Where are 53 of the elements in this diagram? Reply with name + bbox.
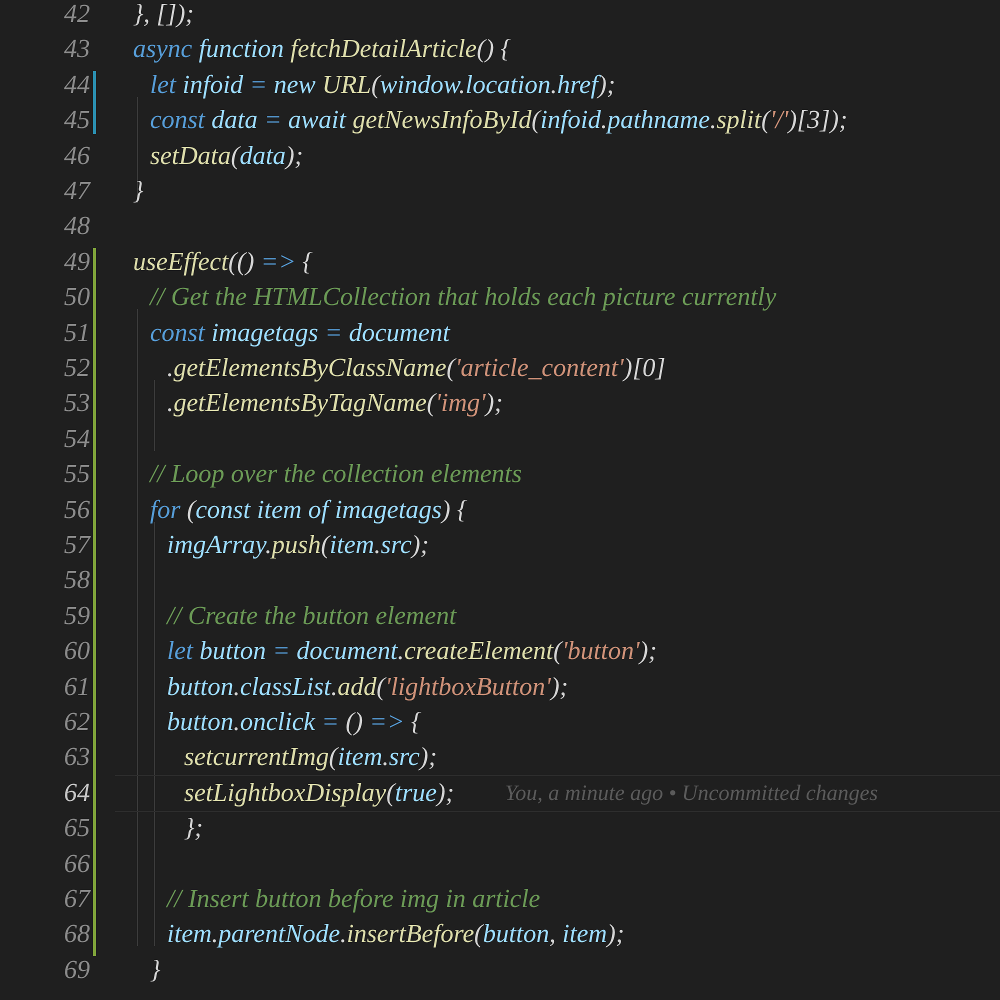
code-line: for (const item of imagetags) { — [150, 494, 468, 526]
line-number: 62 — [64, 706, 90, 738]
code-line: const imagetags = document — [150, 316, 450, 349]
line-number: 65 — [64, 812, 90, 844]
code-line: } — [133, 175, 144, 207]
code-line: .getElementsByClassName('article_content')[0] — [167, 352, 666, 384]
line-number: 45 — [64, 104, 90, 136]
code-line: button.onclick = () => { — [167, 706, 422, 738]
code-line: .getElementsByTagName('img'); — [167, 387, 503, 420]
line-number: 49 — [64, 246, 90, 278]
line-number: 60 — [64, 635, 90, 668]
code-line: // Create the button element — [167, 600, 456, 632]
line-number: 56 — [64, 494, 90, 526]
code-line: button.classList.add('lightboxButton'); — [167, 670, 568, 703]
code-line: // Get the HTMLCollection that holds each picture currently — [150, 281, 776, 314]
line-number: 63 — [64, 741, 90, 774]
code-line: setData(data); — [150, 140, 304, 172]
line-number: 67 — [64, 883, 90, 915]
line-number: 51 — [64, 316, 90, 349]
code-line: let infoid = new URL(window.location.href); — [150, 68, 616, 101]
code-line: imgArray.push(item.src); — [167, 529, 429, 561]
line-number: 55 — [64, 458, 90, 490]
line-number: 44 — [64, 68, 90, 101]
line-number: 42 — [64, 0, 90, 30]
line-number: 64 — [64, 776, 90, 809]
code-line: // Insert button before img in article — [167, 883, 540, 915]
code-line: useEffect(() => { — [133, 246, 313, 278]
line-number: 59 — [64, 600, 90, 632]
code-line: } — [150, 954, 160, 986]
code-line: async function fetchDetailArticle() { — [133, 33, 511, 66]
line-number: 53 — [64, 387, 90, 420]
code-line: const data = await getNewsInfoById(infoid.pathname.split('/')[3]); — [150, 104, 848, 136]
line-number: 50 — [64, 281, 90, 314]
line-number: 57 — [64, 529, 90, 561]
line-number: 54 — [64, 422, 90, 455]
line-number: 46 — [64, 140, 90, 172]
line-number: 66 — [64, 848, 90, 880]
line-number: 68 — [64, 918, 90, 950]
code-line: }; — [184, 812, 204, 844]
code-line: }, []); — [133, 0, 194, 30]
line-number: 58 — [64, 564, 90, 596]
code-line: setcurrentImg(item.src); — [184, 741, 437, 774]
code-line: // Loop over the collection elements — [150, 458, 522, 490]
code-line: item.parentNode.insertBefore(button, item); — [167, 918, 624, 950]
line-number: 48 — [64, 210, 90, 242]
line-number: 43 — [64, 33, 90, 66]
line-number: 47 — [64, 175, 90, 207]
line-number: 69 — [64, 954, 90, 986]
code-line: let button = document.createElement('button'); — [167, 635, 657, 668]
line-number: 52 — [64, 352, 90, 384]
line-number: 61 — [64, 670, 90, 703]
code-line: setLightboxDisplay(true); — [184, 776, 454, 809]
blame-annotation: You, a minute ago • Uncommitted changes — [505, 778, 878, 807]
